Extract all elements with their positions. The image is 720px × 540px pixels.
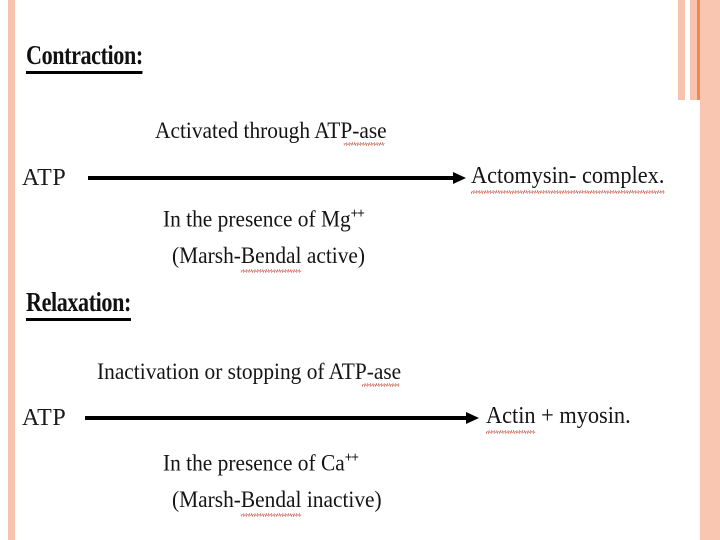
- decorative-bar-left: [8, 0, 15, 540]
- relaxation-product-spellcheck: Actin: [486, 403, 536, 434]
- contraction-arrow-shaft: [88, 176, 454, 180]
- contraction-reactant: ATP: [22, 165, 67, 191]
- decorative-bar-right-outer: [678, 0, 685, 100]
- relaxation-product-suffix: + myosin.: [535, 403, 631, 429]
- relaxation-condition-line2-open: (Marsh-: [172, 487, 241, 512]
- relaxation-condition-spellcheck: Bendal: [240, 487, 302, 517]
- relaxation-condition-line2-close: inactive): [301, 487, 382, 512]
- heading-relaxation: Relaxation:: [26, 287, 131, 321]
- contraction-above-arrow-label: Activated through ATP-ase: [155, 118, 387, 143]
- contraction-condition-line2-close: active): [301, 243, 366, 268]
- heading-relaxation-text: Relaxation:: [26, 287, 131, 321]
- contraction-condition-misspelled-word: Bendal: [240, 243, 302, 268]
- contraction-condition-line2-open: (Marsh-: [172, 243, 241, 268]
- contraction-condition-line1: In the presence of Mg++: [163, 206, 365, 233]
- contraction-condition-line1-text: In the presence of Mg: [163, 206, 351, 232]
- relaxation-reaction-arrow: [85, 412, 479, 424]
- heading-contraction-text: Contraction:: [26, 40, 143, 74]
- decorative-bar-right-edge: [700, 0, 720, 540]
- relaxation-condition-misspelled-word: Bendal: [240, 487, 302, 512]
- decorative-bar-right-accent: [697, 0, 700, 100]
- relaxation-above-arrow-spellcheck-squiggle: [362, 381, 400, 387]
- relaxation-above-arrow-label: Inactivation or stopping of ATP-ase: [97, 359, 402, 384]
- decorative-bar-right-middle: [690, 0, 697, 100]
- contraction-product-spellcheck: Actomysin- complex.: [471, 163, 665, 194]
- relaxation-condition-line1-text: In the presence of Ca: [163, 450, 345, 476]
- contraction-condition-line2: (Marsh-Bendal active): [172, 243, 366, 273]
- contraction-above-arrow-text: Activated through ATP-ase: [155, 118, 387, 146]
- relaxation-condition-charge: ++: [344, 450, 359, 466]
- relaxation-above-arrow-text: Inactivation or stopping of ATP-ase: [97, 359, 402, 387]
- contraction-condition-spellcheck: Bendal: [240, 243, 302, 273]
- heading-contraction: Contraction:: [26, 40, 143, 74]
- contraction-product: Actomysin- complex.: [471, 163, 665, 194]
- relaxation-product: Actin + myosin.: [486, 403, 631, 434]
- relaxation-condition-line1: In the presence of Ca++: [163, 450, 359, 477]
- contraction-arrow-head: [453, 172, 466, 184]
- contraction-condition-charge: ++: [350, 206, 365, 222]
- relaxation-reactant: ATP: [22, 405, 67, 431]
- relaxation-arrow-head: [466, 412, 479, 424]
- relaxation-product-label: Actin: [486, 403, 536, 429]
- relaxation-condition-line2: (Marsh-Bendal inactive): [172, 487, 382, 517]
- relaxation-arrow-shaft: [85, 416, 467, 420]
- contraction-above-arrow-spellcheck-squiggle: [343, 140, 385, 146]
- contraction-reaction-arrow: [88, 172, 466, 184]
- contraction-product-label: Actomysin- complex.: [471, 163, 665, 189]
